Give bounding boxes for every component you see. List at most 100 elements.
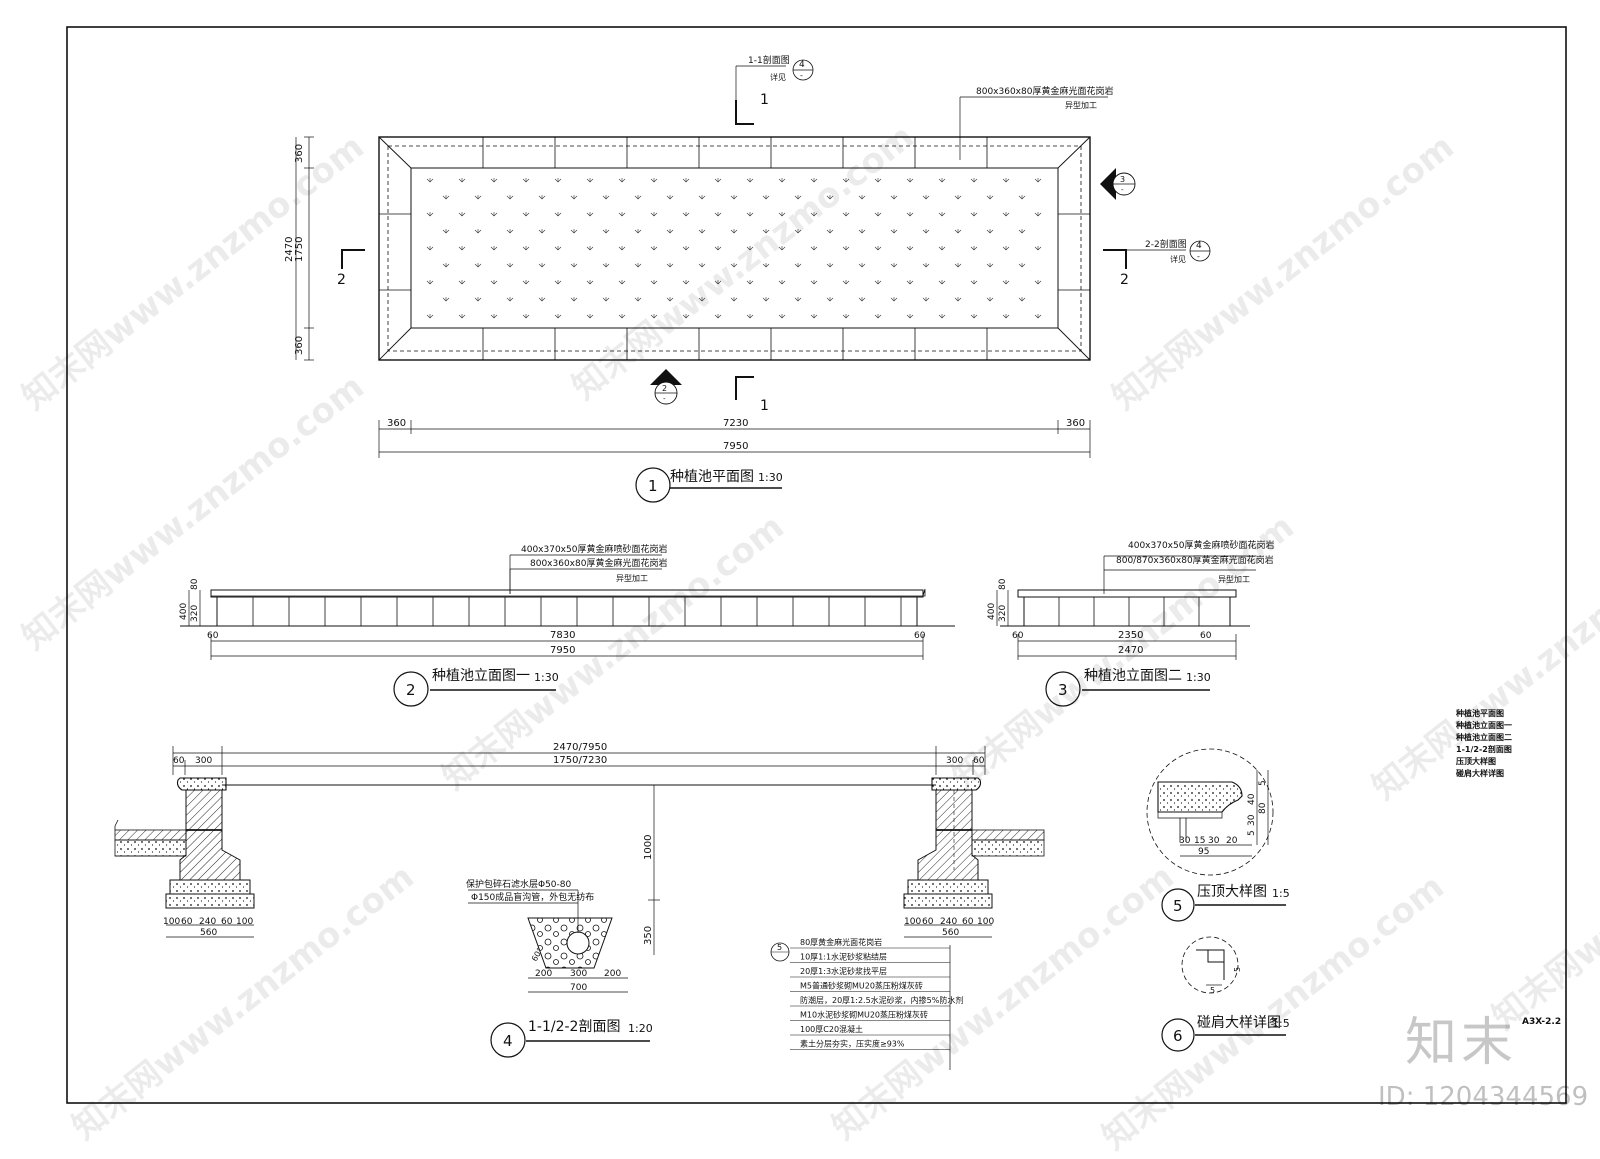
svg-text:1:30: 1:30: [534, 671, 559, 684]
plant-mark: [794, 229, 802, 234]
plant-mark: [794, 297, 802, 302]
plant-mark: [442, 263, 450, 268]
plant-mark: [474, 297, 482, 302]
plant-mark: [810, 280, 818, 285]
plant-mark: [954, 195, 962, 200]
plant-mark: [890, 229, 898, 234]
plant-mark: [586, 280, 594, 285]
plant-mark: [714, 314, 722, 319]
svg-text:360: 360: [294, 144, 305, 163]
plant-mark: [426, 280, 434, 285]
svg-text:560: 560: [942, 928, 959, 938]
svg-text:2470: 2470: [1118, 645, 1143, 656]
plant-mark: [906, 178, 914, 183]
plant-mark: [426, 314, 434, 319]
layer-item: 100厚C20混凝土: [800, 1024, 863, 1034]
svg-text:3: 3: [1058, 681, 1068, 699]
plant-mark: [634, 195, 642, 200]
svg-text:异型加工: 异型加工: [616, 573, 648, 583]
plant-mark: [554, 178, 562, 183]
plant-mark: [746, 314, 754, 319]
elevation-marker-2: 2 -: [650, 369, 682, 405]
plant-mark: [714, 178, 722, 183]
svg-text:保护包碎石滤水层Φ50-80: 保护包碎石滤水层Φ50-80: [466, 878, 572, 890]
plant-mark: [858, 297, 866, 302]
plant-mark: [618, 178, 626, 183]
svg-text:800x360x80厚黄金麻光面花岗岩: 800x360x80厚黄金麻光面花岗岩: [976, 85, 1113, 97]
brand-logo: 知末: [1405, 1013, 1518, 1073]
plant-mark: [570, 297, 578, 302]
plant-mark: [778, 178, 786, 183]
plant-mark: [1018, 195, 1026, 200]
layer-item: 素土分层夯实，压实度≥93%: [800, 1039, 905, 1049]
plant-mark: [586, 246, 594, 251]
svg-text:95: 95: [1198, 847, 1209, 857]
footing-dim-right-1: 100: [904, 917, 921, 927]
plant-mark: [810, 178, 818, 183]
index-item: 种植池平面图: [1455, 708, 1504, 718]
plant-mark: [666, 195, 674, 200]
footing-dim-right-2: 60: [922, 917, 934, 927]
svg-text:3: 3: [1120, 175, 1125, 184]
plant-mark: [426, 178, 434, 183]
plant-mark: [858, 229, 866, 234]
svg-text:300: 300: [946, 756, 963, 766]
svg-text:-: -: [1121, 186, 1124, 194]
plant-mark: [730, 229, 738, 234]
svg-text:1: 1: [760, 398, 769, 414]
plant-mark: [442, 297, 450, 302]
layer-item: M10水泥砂浆砌MU20蒸压粉煤灰砖: [800, 1010, 928, 1020]
plant-mark: [698, 297, 706, 302]
plant-mark: [986, 195, 994, 200]
drawing-sheet: 1 1 1-1剖面图 详见 4 - 2 2 2-2剖面图 详见 4 - 3 - …: [15, 26, 1600, 1158]
plant-mark: [682, 212, 690, 217]
coping-dim-v-1: 5: [1258, 780, 1268, 786]
plant-mark: [922, 229, 930, 234]
svg-text:60: 60: [173, 756, 185, 766]
footing-dim-left-2: 60: [181, 917, 193, 927]
svg-text:1:30: 1:30: [758, 471, 783, 484]
plant-mark: [618, 280, 626, 285]
layer-item: 80厚黄金麻光面花岗岩: [800, 937, 882, 947]
section-marker-2: 2 2 2-2剖面图 详见 4 -: [337, 238, 1211, 288]
svg-text:详见: 详见: [770, 72, 786, 82]
plant-mark: [522, 178, 530, 183]
plant-mark: [938, 246, 946, 251]
svg-text:1-1剖面图: 1-1剖面图: [748, 54, 790, 66]
plant-mark: [1018, 297, 1026, 302]
plant-mark: [426, 246, 434, 251]
plant-mark: [938, 178, 946, 183]
svg-text:80: 80: [998, 578, 1008, 590]
index-item: 1-1/2-2剖面图: [1456, 744, 1512, 754]
svg-text:80: 80: [1258, 802, 1268, 814]
drain-dim-3: 200: [604, 969, 621, 979]
svg-text:60: 60: [973, 756, 985, 766]
plant-mark: [682, 246, 690, 251]
plant-mark: [522, 246, 530, 251]
plant-mark: [954, 229, 962, 234]
svg-text:800x360x80厚黄金麻光面花岗岩: 800x360x80厚黄金麻光面花岗岩: [530, 557, 667, 569]
plant-mark: [778, 314, 786, 319]
plant-mark: [826, 297, 834, 302]
plant-mark: [522, 212, 530, 217]
svg-text:300: 300: [195, 756, 212, 766]
svg-text:-: -: [1197, 252, 1200, 261]
plant-mark: [874, 280, 882, 285]
plant-mark: [842, 212, 850, 217]
plant-mark: [442, 229, 450, 234]
plan-coping-note: 800x360x80厚黄金麻光面花岗岩 异型加工: [959, 85, 1113, 160]
plant-mark: [554, 212, 562, 217]
plant-mark: [698, 195, 706, 200]
plant-mark: [810, 212, 818, 217]
plant-mark: [794, 195, 802, 200]
plant-mark: [842, 178, 850, 183]
plant-mark: [730, 297, 738, 302]
plant-mark: [954, 297, 962, 302]
svg-text:7950: 7950: [723, 441, 748, 452]
svg-text:400x370x50厚黄金麻喷砂面花岗岩: 400x370x50厚黄金麻喷砂面花岗岩: [521, 543, 667, 555]
plant-mark: [682, 314, 690, 319]
plant-mark: [538, 195, 546, 200]
svg-text:4: 4: [503, 1032, 513, 1050]
plant-mark: [890, 195, 898, 200]
plant-mark: [842, 246, 850, 251]
